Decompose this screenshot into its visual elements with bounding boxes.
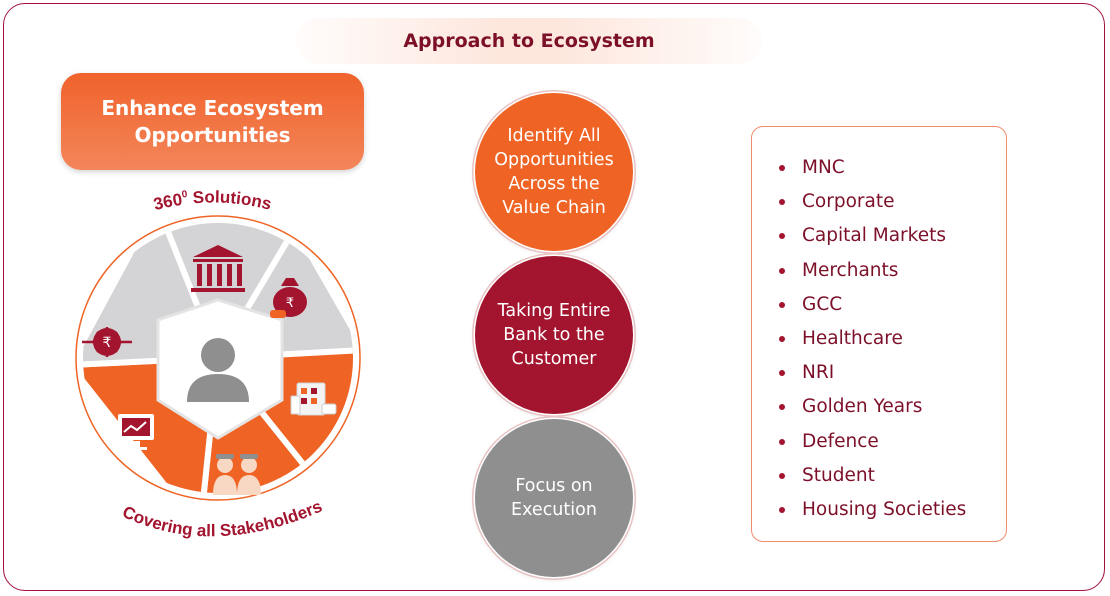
enhance-line-2: Opportunities [134, 122, 291, 147]
list-item: NRI [752, 356, 966, 390]
circle-line: Customer [511, 349, 597, 369]
circle-line: Opportunities [494, 150, 614, 170]
stakeholders-arc-path: Covering all Stakeholders [120, 497, 325, 541]
enhance-line-1: Enhance Ecosystem [101, 95, 324, 120]
list-item: Defence [752, 425, 966, 459]
stakeholder-list: MNC Corporate Capital Markets Merchants … [752, 151, 966, 527]
list-item: MNC [752, 151, 966, 185]
approach-circle-identify: Identify All Opportunities Across the Va… [475, 93, 633, 251]
page-title-text: Approach to Ecosystem [403, 30, 655, 52]
money-bag-icon: ₹ [270, 278, 307, 318]
stakeholder-list-box: MNC Corporate Capital Markets Merchants … [751, 126, 1007, 542]
circle-line: Execution [511, 500, 597, 520]
list-item: GCC [752, 288, 966, 322]
list-item: Corporate [752, 185, 966, 219]
rupee-virus-icon: ₹ [82, 327, 132, 357]
bank-icon [191, 245, 245, 292]
users-icon [213, 454, 261, 495]
stakeholders-arc-text: Covering all Stakeholders [120, 497, 325, 541]
svg-text:₹: ₹ [286, 296, 294, 311]
slide-frame [3, 3, 1105, 591]
solutions-wheel: ₹ ₹ [75, 190, 361, 541]
list-item: Student [752, 459, 966, 493]
circle-line: Bank to the [503, 325, 605, 345]
list-item: Housing Societies [752, 493, 966, 527]
monitor-icon [118, 414, 154, 450]
list-item: Healthcare [752, 322, 966, 356]
approach-circle-entire-bank: Taking Entire Bank to the Customer [475, 256, 633, 414]
page-title: Approach to Ecosystem [296, 18, 762, 64]
approach-circle-execution: Focus on Execution [475, 419, 633, 577]
list-item: Capital Markets [752, 219, 966, 253]
solutions-arc-text: 3600 Solutions [152, 190, 274, 214]
circle-line: Taking Entire [497, 301, 611, 321]
list-item: Golden Years [752, 390, 966, 424]
person-icon [187, 338, 249, 402]
list-item: Merchants [752, 254, 966, 288]
circle-line: Across the [508, 174, 600, 194]
building-icon [290, 382, 337, 416]
circle-line: Identify All [507, 126, 601, 146]
solutions-arc-sup: 0 [181, 190, 188, 201]
enhance-ecosystem-box: Enhance Ecosystem Opportunities [61, 73, 364, 170]
rupee-symbol: ₹ [103, 335, 112, 351]
solutions-arc-number: 360 [152, 190, 184, 214]
circle-line: Value Chain [502, 198, 606, 218]
solutions-arc-suffix: Solutions [187, 190, 274, 214]
circle-line: Focus on [515, 476, 593, 496]
